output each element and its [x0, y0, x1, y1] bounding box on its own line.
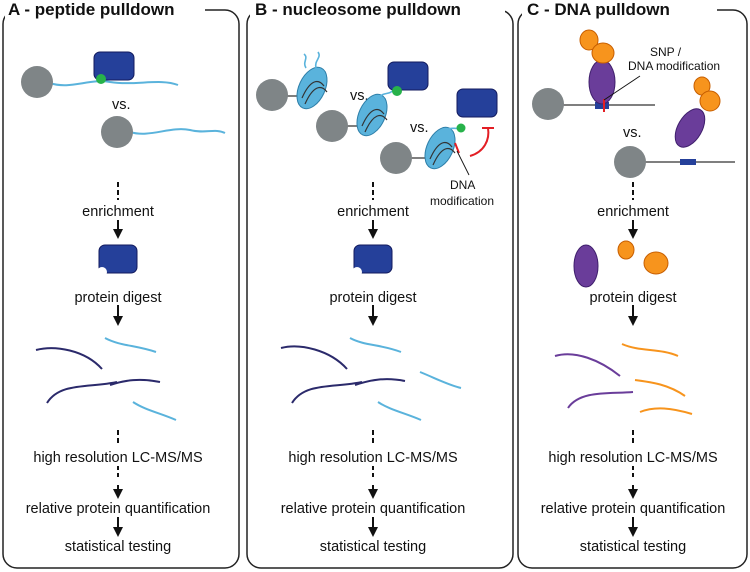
dna-modification-label-1: DNA	[450, 178, 475, 192]
panel-c-illustration: SNP / DNA modification vs.	[532, 29, 735, 178]
dna-modification-mark	[454, 142, 460, 154]
vs-label-a: vs.	[112, 97, 131, 113]
panel-b-illustration: vs. vs. DNA modification	[256, 51, 498, 208]
vs-label-b1: vs.	[350, 88, 369, 104]
snp-label-1: SNP /	[650, 45, 682, 59]
reader-protein	[456, 88, 498, 118]
orange-protein	[579, 29, 599, 51]
dna-binding-site	[595, 102, 609, 109]
inhibition-arc	[469, 127, 490, 157]
bead	[316, 110, 348, 142]
step-quantification: relative protein quantification	[541, 501, 726, 517]
peptide-strand-1	[49, 80, 179, 87]
snp-label-2: DNA modification	[628, 59, 720, 73]
step-quantification: relative protein quantification	[281, 501, 466, 517]
workflow-labels-a: enrichment protein digest high resolutio…	[26, 204, 211, 555]
step-statistical-testing: statistical testing	[580, 539, 686, 555]
enriched-protein-b	[352, 244, 393, 277]
nucleosome	[296, 66, 328, 110]
step-protein-digest: protein digest	[74, 290, 161, 306]
peptide-fragments-a	[35, 337, 177, 421]
step-lc-ms: high resolution LC-MS/MS	[288, 450, 457, 466]
dna-binding-site	[680, 159, 696, 165]
bead	[614, 146, 646, 178]
step-protein-digest: protein digest	[589, 290, 676, 306]
step-protein-digest: protein digest	[329, 290, 416, 306]
vs-label-b2: vs.	[410, 120, 429, 136]
vs-label-c: vs.	[623, 125, 642, 141]
panel-b-title: B - nucleosome pulldown	[255, 0, 461, 19]
green-mark	[392, 86, 402, 96]
panel-c-title: C - DNA pulldown	[527, 0, 670, 19]
peptide-strand-2	[129, 128, 226, 135]
panel-a-illustration: vs.	[21, 51, 226, 148]
peptide-fragments-b	[280, 337, 462, 421]
green-mark	[456, 123, 466, 133]
step-enrichment: enrichment	[597, 204, 669, 220]
step-statistical-testing: statistical testing	[65, 539, 171, 555]
green-mark	[96, 74, 106, 84]
step-statistical-testing: statistical testing	[320, 539, 426, 555]
step-lc-ms: high resolution LC-MS/MS	[548, 450, 717, 466]
step-quantification: relative protein quantification	[26, 501, 211, 517]
peptide-fragments-c	[554, 343, 693, 415]
purple-protein	[588, 59, 616, 105]
bead	[21, 66, 53, 98]
reader-protein	[93, 51, 135, 81]
dna-modification-label-2: modification	[430, 194, 494, 208]
step-enrichment: enrichment	[337, 204, 409, 220]
step-lc-ms: high resolution LC-MS/MS	[33, 450, 202, 466]
workflow-labels-c: enrichment protein digest high resolutio…	[541, 204, 726, 555]
panel-a-title: A - peptide pulldown	[8, 0, 175, 19]
enriched-protein-a	[97, 244, 138, 277]
reader-protein	[387, 61, 429, 91]
step-enrichment: enrichment	[82, 204, 154, 220]
workflow-labels-b: enrichment protein digest high resolutio…	[281, 204, 466, 555]
enriched-proteins-c	[573, 240, 669, 288]
bead	[101, 116, 133, 148]
orange-protein	[591, 42, 615, 64]
purple-protein	[674, 108, 706, 148]
bead	[532, 88, 564, 120]
bead	[256, 79, 288, 111]
orange-protein	[699, 90, 721, 112]
bead	[380, 142, 412, 174]
workflow-arrows	[113, 182, 638, 537]
